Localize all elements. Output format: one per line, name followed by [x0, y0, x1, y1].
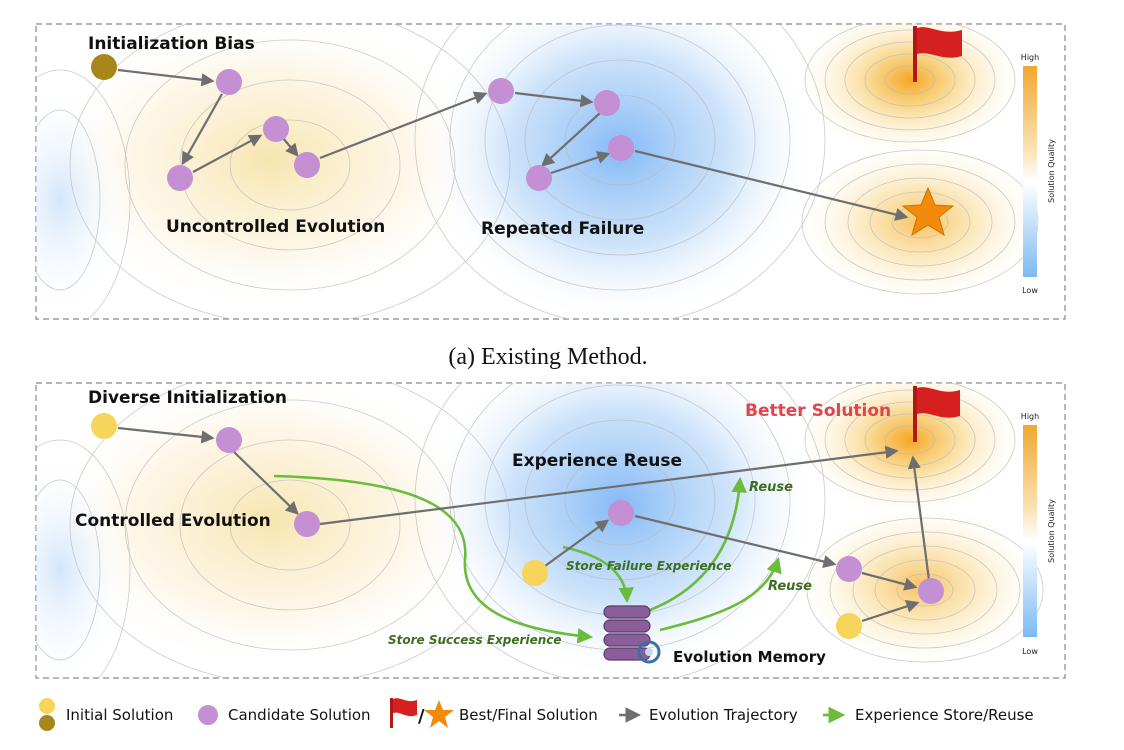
initial-solution-swatch: [39, 715, 55, 731]
panel-b: Diverse Initialization Controlled Evolut…: [35, 382, 1066, 679]
candidate-solution-swatch: [198, 705, 218, 725]
trajectory-arrow: [233, 451, 299, 515]
better-solution-label: Better Solution: [745, 401, 891, 421]
store-failure-label: Store Failure Experience: [566, 559, 731, 573]
trajectory-arrow: [282, 137, 299, 158]
candidate-solution-node: [294, 511, 320, 537]
initial-solution-node: [91, 54, 117, 80]
trajectory-arrow: [634, 149, 909, 221]
candidate-solution-node: [836, 556, 862, 582]
trajectory-arrow: [861, 600, 920, 623]
colorbar-high-label: High: [1021, 412, 1039, 421]
legend-candidate-label: Candidate Solution: [228, 706, 371, 724]
flag-icon: [390, 698, 417, 728]
database-icon: [603, 605, 661, 664]
candidate-solution-node: [167, 165, 193, 191]
repeated-failure-label: Repeated Failure: [481, 219, 644, 239]
reuse-label: Reuse: [749, 480, 793, 495]
candidate-solution-node: [216, 69, 242, 95]
reuse-label: Reuse: [768, 579, 812, 594]
colorbar-gradient: [1023, 66, 1037, 277]
trajectory-arrow: [117, 68, 215, 87]
candidate-solution-node: [608, 135, 634, 161]
colorbar-b: High Low Solution Quality: [1021, 412, 1056, 656]
initial-solution-node: [522, 560, 548, 586]
evolution-memory-label: Evolution Memory: [673, 648, 826, 666]
legend-trajectory-label: Evolution Trajectory: [649, 706, 798, 724]
trajectory-arrow: [181, 93, 223, 166]
legend: Initial Solution Candidate Solution / Be…: [39, 698, 1034, 731]
star-icon: [901, 186, 955, 237]
colorbar-gradient: [1023, 425, 1037, 637]
legend-experience: Experience Store/Reuse: [823, 706, 1034, 724]
experience-arrow-reuse: [659, 557, 782, 632]
diverse-initialization-label: Diverse Initialization: [88, 388, 287, 408]
initial-solution-node: [836, 613, 862, 639]
trajectory-arrow: [541, 112, 601, 167]
trajectory-arrow: [117, 426, 215, 444]
initial-solution-node: [91, 413, 117, 439]
candidate-solution-node: [216, 427, 242, 453]
panel-a-landscape: [36, 24, 1040, 319]
panel-a-caption: (a) Existing Method.: [448, 344, 647, 370]
legend-best-solution: / Best/Final Solution: [390, 698, 598, 728]
panel-b-trajectory: [117, 426, 931, 623]
star-icon: [424, 700, 454, 728]
candidate-solution-node: [294, 152, 320, 178]
candidate-solution-node: [918, 578, 944, 604]
experience-reuse-label: Experience Reuse: [512, 451, 682, 471]
panel-b-experience: [273, 474, 782, 644]
colorbar-title: Solution Quality: [1047, 139, 1056, 203]
legend-experience-label: Experience Store/Reuse: [855, 706, 1034, 724]
uncontrolled-evolution-label: Uncontrolled Evolution: [166, 217, 385, 237]
legend-trajectory: Evolution Trajectory: [619, 706, 798, 724]
colorbar-low-label: Low: [1022, 647, 1038, 656]
panel-a: Initialization Bias Uncontrolled Evoluti…: [35, 23, 1066, 320]
colorbar-high-label: High: [1021, 53, 1039, 62]
candidate-solution-node: [594, 90, 620, 116]
trajectory-arrow: [319, 91, 488, 160]
flag-icon: [913, 26, 962, 82]
experience-arrow-reuse: [649, 476, 747, 612]
legend-best-label: Best/Final Solution: [459, 706, 598, 724]
trajectory-arrow: [514, 91, 594, 108]
candidate-solution-node: [263, 116, 289, 142]
controlled-evolution-label: Controlled Evolution: [75, 511, 271, 531]
trajectory-arrow: [319, 445, 899, 526]
colorbar-title: Solution Quality: [1047, 499, 1056, 563]
legend-slash: /: [418, 706, 425, 727]
legend-initial-solution: Initial Solution: [39, 698, 173, 731]
trajectory-arrow: [544, 519, 610, 567]
panel-a-trajectory: [117, 68, 909, 221]
trajectory-arrow: [861, 571, 918, 591]
flag-icon: [913, 386, 960, 442]
candidate-solution-node: [608, 500, 634, 526]
legend-initial-label: Initial Solution: [66, 706, 173, 724]
initial-solution-swatch: [39, 698, 55, 714]
candidate-solution-node: [526, 165, 552, 191]
candidate-solution-node: [488, 78, 514, 104]
colorbar-low-label: Low: [1022, 286, 1038, 295]
experience-arrow-store-failure: [562, 545, 634, 604]
legend-candidate-solution: Candidate Solution: [198, 705, 371, 725]
store-success-label: Store Success Experience: [388, 633, 562, 647]
colorbar-a: High Low Solution Quality: [1021, 53, 1056, 295]
trajectory-arrow: [907, 455, 931, 581]
experience-arrow-store-success: [273, 474, 594, 644]
trajectory-arrow: [550, 151, 611, 175]
initialization-bias-label: Initialization Bias: [88, 34, 255, 54]
trajectory-arrow: [192, 134, 263, 173]
trajectory-arrow: [634, 514, 837, 568]
